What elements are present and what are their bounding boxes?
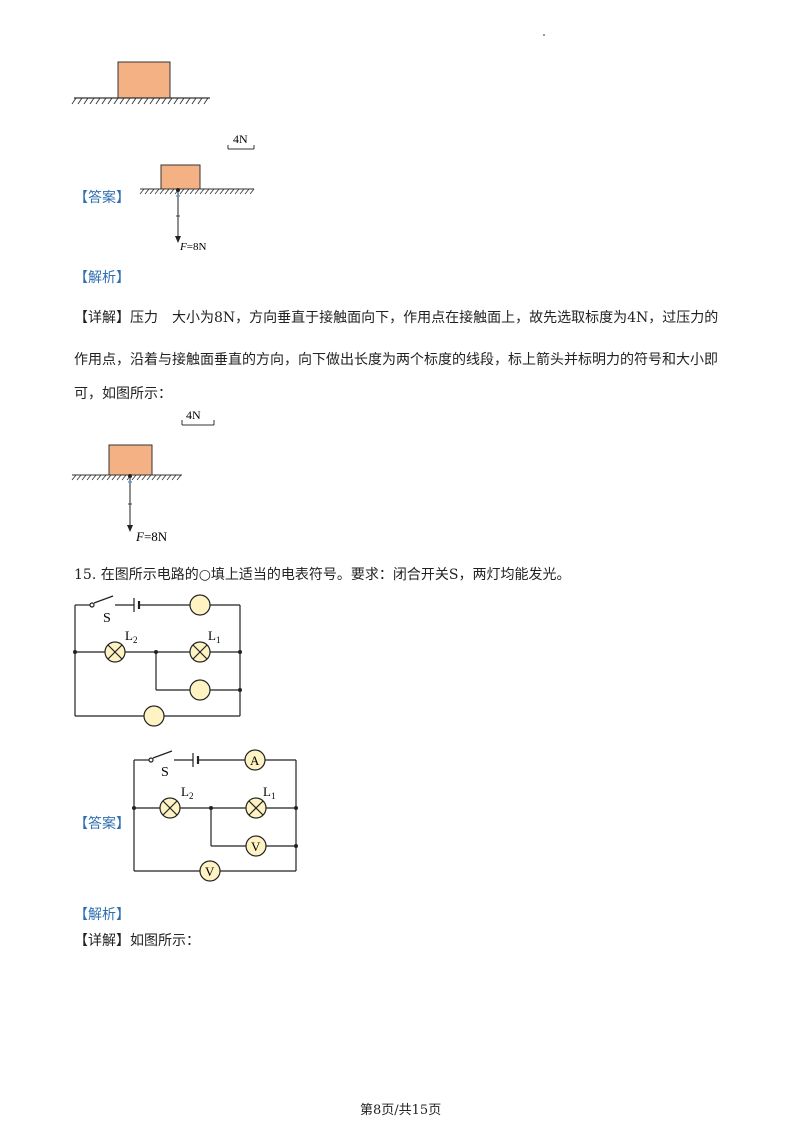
answer-label-15: 【答案】 [74, 816, 130, 832]
ammeter-symbol: A [250, 753, 260, 768]
figure-circuit-answer: A V V S L2 L1 [132, 749, 298, 882]
detail-text-line-1: 【详解】压力 大小为8N，方向垂直于接触面向下，作用点在接触面上，故先选取标度为… [74, 310, 719, 326]
voltmeter-symbol: V [251, 839, 261, 854]
scale-label: 4N [186, 408, 201, 422]
analysis-label: 【解析】 [74, 270, 130, 286]
svg-text:L1: L1 [263, 784, 275, 801]
scale-label: 4N [233, 132, 248, 146]
answer-label: 【答案】 [74, 190, 130, 206]
figure-force-answer: 4N F=8N [139, 132, 255, 253]
svg-text:L2: L2 [125, 628, 137, 645]
detail-text-15: 【详解】如图所示： [74, 933, 200, 949]
detail-text-line-2: 作用点，沿着与接触面垂直的方向，向下做出长度为两个标度的线段，标上箭头并标明力的… [74, 352, 718, 368]
question-15-text: 15. 在图所示电路的○填上适当的电表符号。要求：闭合开关S，两灯均能发光。 [74, 567, 571, 583]
svg-text:L2: L2 [181, 784, 193, 801]
page-mark [543, 34, 545, 36]
voltmeter-symbol: V [205, 864, 215, 879]
detail-text-line-3: 可，如图所示： [74, 386, 172, 402]
svg-text:S: S [161, 765, 169, 780]
svg-text:F=8N: F=8N [135, 529, 168, 544]
figure-force-detail: 4N F=8N [71, 408, 215, 544]
svg-text:F=8N: F=8N [179, 241, 206, 253]
figure-block-on-ground [71, 61, 210, 105]
analysis-label-15: 【解析】 [74, 907, 130, 923]
svg-text:L1: L1 [208, 628, 220, 645]
svg-text:S: S [103, 611, 111, 626]
figure-circuit-question: S L2 L1 [73, 594, 242, 727]
page-number: 第8页/共15页 [360, 1103, 442, 1118]
